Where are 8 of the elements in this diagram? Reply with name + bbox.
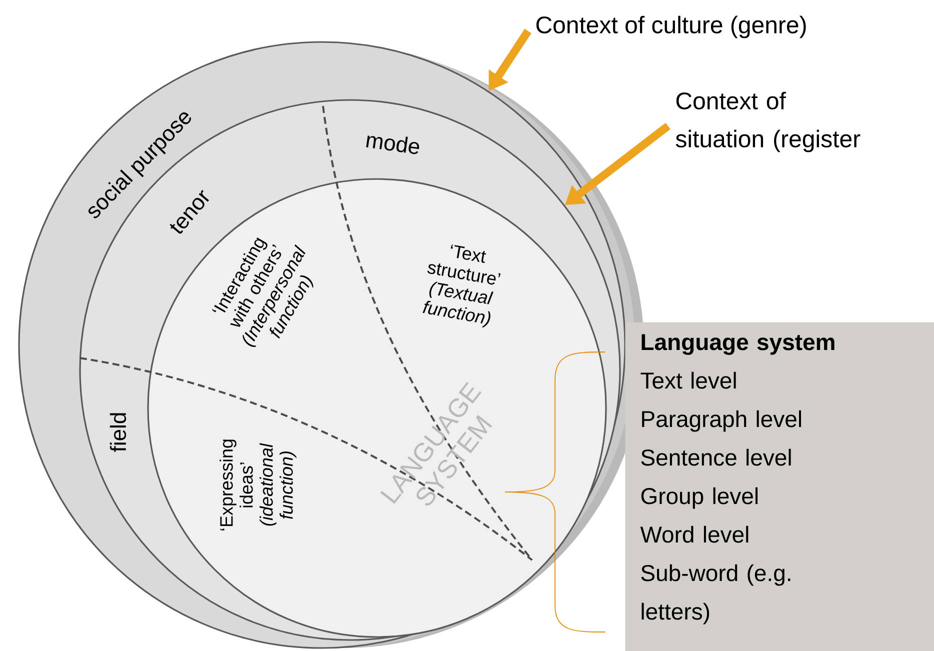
language-box: Language system Text level Paragraph level Sentence level Group level Word level Sub-word (e.g. letters) <box>625 322 934 651</box>
context-label: Context of culture (genre) <box>536 16 806 38</box>
ring-label: mode <box>366 136 420 154</box>
inner-circle <box>147 178 607 638</box>
ring-label: field <box>110 413 126 452</box>
segment-label: ‘Text structure’ (Textual function) <box>422 244 500 328</box>
context-label: Context of situation (register <box>676 92 860 152</box>
segment-label: ‘Expressing ideas’ (ideational function) <box>220 440 296 530</box>
